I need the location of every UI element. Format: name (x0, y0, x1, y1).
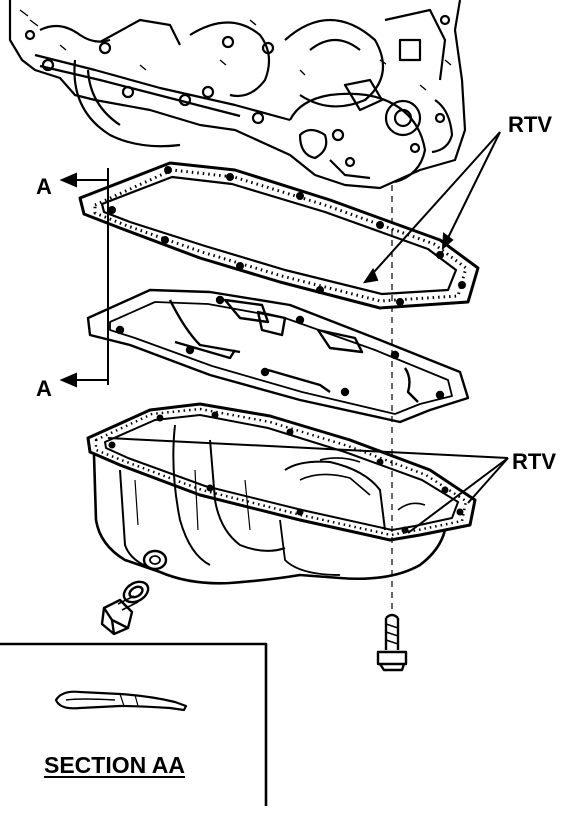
arrow-left-icon (59, 172, 77, 188)
rtv-label-lower: RTV (512, 449, 556, 474)
section-aa-inset (0, 642, 268, 806)
arrow-left-icon (59, 372, 77, 388)
section-marker-a-bottom: A (36, 376, 52, 401)
section-aa-title: SECTION AA (44, 752, 185, 778)
oil-baffle-tray (86, 288, 470, 424)
oil-pan (86, 402, 477, 585)
pan-bolt (376, 613, 408, 672)
rtv-leader-lines (107, 131, 509, 534)
gasket-cross-section (54, 690, 188, 712)
section-cut-line (59, 168, 109, 388)
drain-plug-assembly (100, 580, 150, 636)
section-marker-a-top: A (36, 174, 52, 199)
engine-block (8, 0, 467, 190)
rtv-label-upper: RTV (508, 112, 552, 137)
oil-pan-gasket (78, 161, 480, 310)
